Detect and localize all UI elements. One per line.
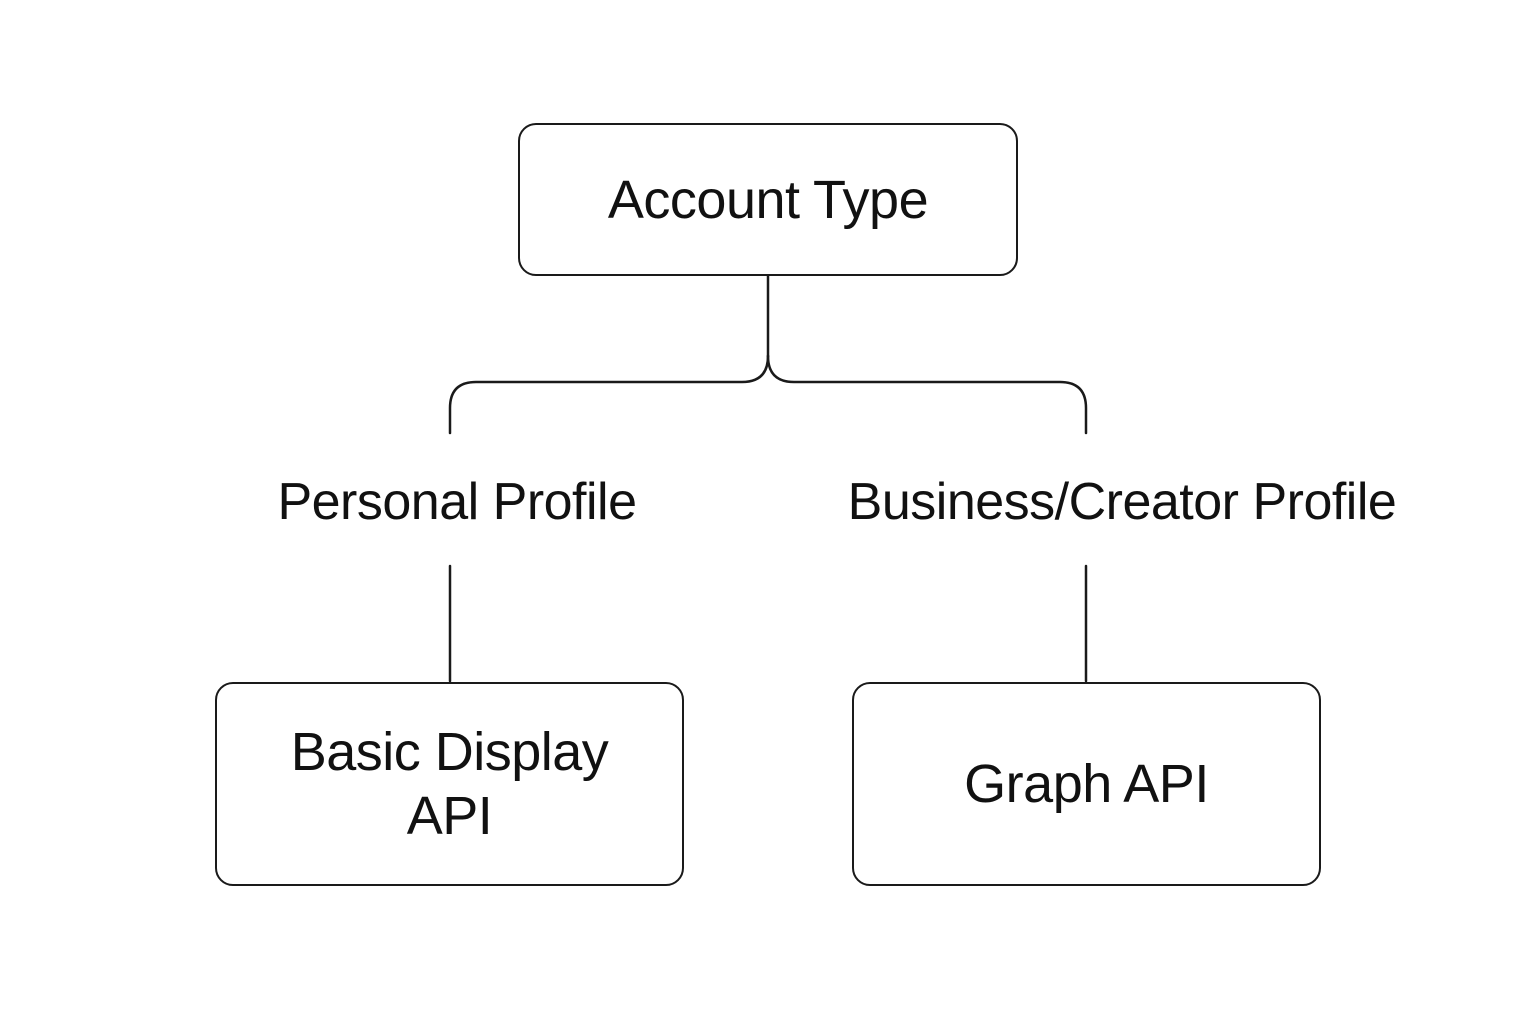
graph-api-node: Graph API	[852, 682, 1321, 886]
business-creator-profile-label: Business/Creator Profile	[847, 473, 1397, 531]
basic-display-api-label: Basic Display API	[290, 722, 609, 846]
left-split-connector	[448, 354, 770, 435]
account-type-node: Account Type	[518, 123, 1018, 276]
personal-profile-label: Personal Profile	[277, 473, 637, 531]
graph-api-label: Graph API	[964, 754, 1209, 814]
right-split-connector	[766, 354, 1088, 435]
account-type-label: Account Type	[607, 169, 929, 230]
basic-display-api-node: Basic Display API	[215, 682, 684, 886]
